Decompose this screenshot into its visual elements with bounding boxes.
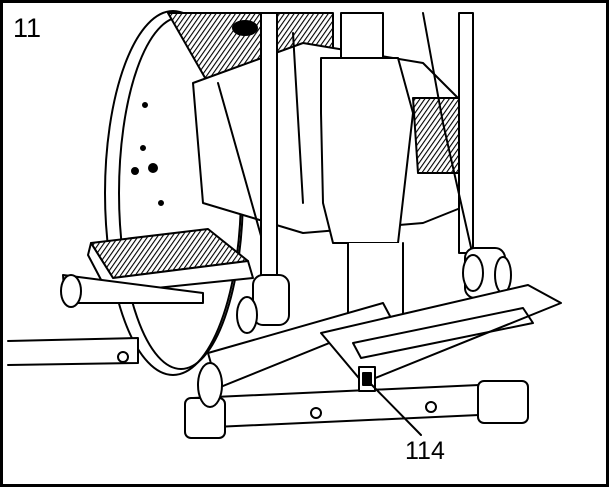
elliptical-illustration [7, 10, 562, 439]
usb-port [358, 366, 422, 436]
base-crossbar [184, 362, 529, 439]
left-rail [7, 337, 139, 366]
pedal-wheels [236, 247, 512, 334]
step-number: 11 [13, 13, 42, 43]
handlebar-poles [260, 12, 489, 324]
upright-post [320, 12, 414, 324]
pedal-arms [207, 284, 562, 389]
callout-label-usb-port: 114 [405, 437, 445, 465]
left-pedal [60, 228, 254, 308]
